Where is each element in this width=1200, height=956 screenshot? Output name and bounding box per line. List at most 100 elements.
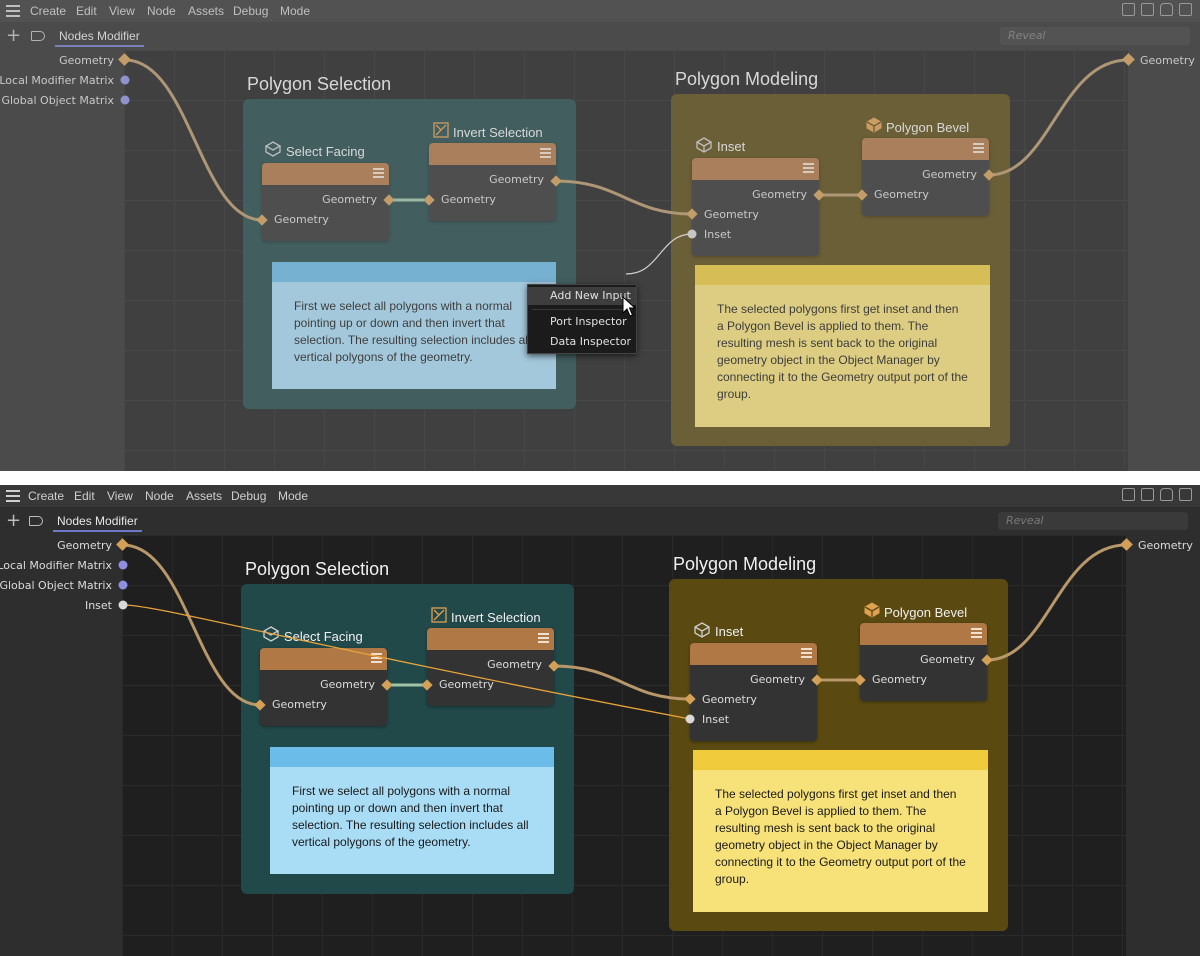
port-circle [120, 95, 130, 105]
note-selection[interactable]: First we select all polygons with a norm… [272, 262, 556, 389]
port-circle [118, 580, 128, 590]
port-in-label: Inset [704, 228, 732, 241]
wire-inset [122, 604, 691, 720]
menu-node[interactable]: Node [145, 489, 174, 503]
window-controls [1116, 488, 1192, 504]
port-in-label: Geometry [441, 193, 496, 206]
node-menu-icon[interactable] [538, 633, 549, 644]
menu-create[interactable]: Create [28, 489, 65, 503]
node-title: Select Facing [286, 144, 365, 159]
node-editor-top: Create Edit View Node Assets Debug Mode … [0, 0, 1200, 471]
port-circle [687, 229, 697, 239]
node-menu-icon[interactable] [373, 168, 384, 179]
menu-mode[interactable]: Mode [280, 4, 311, 18]
node-editor-bottom: Create Edit View Node Assets Debug Mode … [0, 485, 1200, 956]
lock-icon[interactable] [1160, 3, 1173, 16]
port-diamond [854, 674, 866, 686]
port-diamond [1120, 538, 1133, 551]
node-title: Polygon Bevel [886, 120, 970, 135]
polygon-bevel-icon [866, 117, 882, 133]
menu-assets[interactable]: Assets [186, 489, 223, 503]
menu-debug[interactable]: Debug [233, 4, 269, 18]
menu-debug[interactable]: Debug [231, 489, 267, 503]
expand-icon[interactable] [1179, 3, 1192, 16]
hamburger-icon[interactable] [6, 490, 20, 502]
group-title: Polygon Modeling [675, 69, 819, 89]
tab-nodes-modifier[interactable]: Nodes Modifier [55, 28, 144, 47]
wire-pending [625, 233, 693, 275]
note-text: First we select all polygons with a norm… [294, 299, 531, 364]
note-selection[interactable]: First we select all polygons with a norm… [270, 747, 554, 874]
node-title: Inset [715, 624, 744, 639]
note-modeling[interactable]: The selected polygons first get inset an… [693, 750, 988, 912]
reveal-search-input[interactable]: Reveal [998, 512, 1188, 530]
node-menu-icon[interactable] [803, 163, 814, 174]
reveal-search-input[interactable]: Reveal [1000, 27, 1190, 45]
tag-icon[interactable] [29, 516, 43, 526]
connections-top [118, 53, 1135, 275]
context-add-new-input[interactable]: Add New Input [528, 287, 636, 305]
invert-selection-icon [433, 122, 449, 138]
node-select-facing[interactable]: Geometry Geometry [260, 648, 387, 726]
port-in-label: Geometry [704, 208, 759, 221]
port-circle [685, 714, 695, 724]
node-polygon-bevel[interactable]: Geometry Geometry [862, 138, 989, 216]
port-diamond [383, 194, 395, 206]
port-diamond [686, 208, 698, 220]
node-inset[interactable]: Geometry Geometry Inset [692, 158, 819, 256]
menu-create[interactable]: Create [30, 4, 67, 18]
group-outputs-panel: Geometry [1126, 535, 1200, 956]
panel-right-icon[interactable] [1141, 3, 1154, 16]
panel-left-icon[interactable] [1122, 488, 1135, 501]
node-invert-selection[interactable]: Geometry Geometry [429, 143, 556, 221]
menu-edit[interactable]: Edit [74, 489, 95, 503]
port-circle [118, 560, 128, 570]
add-icon[interactable]: + [6, 25, 22, 46]
expand-icon[interactable] [1179, 488, 1192, 501]
panel-right-icon[interactable] [1141, 488, 1154, 501]
tab-nodes-modifier[interactable]: Nodes Modifier [53, 513, 142, 532]
note-text: The selected polygons first get inset an… [715, 787, 966, 886]
node-polygon-bevel[interactable]: Geometry Geometry [860, 623, 987, 701]
port-out-label: Geometry [487, 658, 542, 671]
note-modeling[interactable]: The selected polygons first get inset an… [695, 265, 990, 427]
node-menu-icon[interactable] [371, 653, 382, 664]
menu-view[interactable]: View [109, 4, 135, 18]
node-menu-icon[interactable] [801, 648, 812, 659]
menu-node[interactable]: Node [147, 4, 176, 18]
port-diamond [256, 214, 268, 226]
lock-icon[interactable] [1160, 488, 1173, 501]
context-port-inspector[interactable]: Port Inspector [550, 315, 627, 328]
menu-view[interactable]: View [107, 489, 133, 503]
node-title: Inset [717, 139, 746, 154]
menu-mode[interactable]: Mode [278, 489, 309, 503]
node-inset[interactable]: Geometry Geometry Inset [690, 643, 817, 741]
panel-left-icon[interactable] [1122, 3, 1135, 16]
hamburger-icon[interactable] [6, 5, 20, 17]
add-icon[interactable]: + [6, 510, 22, 531]
polygon-bevel-icon [864, 602, 880, 618]
port-in-label: Geometry [702, 693, 757, 706]
port-out-label: Geometry [922, 168, 977, 181]
node-menu-icon[interactable] [973, 143, 984, 154]
menu-edit[interactable]: Edit [76, 4, 97, 18]
node-canvas[interactable]: Geometry Local Modifier Matrix Global Ob… [0, 50, 1200, 471]
port-diamond [421, 679, 433, 691]
port-out-label: Geometry [320, 678, 375, 691]
node-canvas[interactable]: Geometry Local Modifier Matrix Global Ob… [0, 535, 1200, 956]
context-data-inspector[interactable]: Data Inspector [550, 335, 632, 348]
wire-geometry [553, 664, 691, 701]
group-title: Polygon Selection [247, 74, 392, 94]
node-select-facing[interactable]: Geometry Geometry [262, 163, 389, 241]
port-in-label: Geometry [272, 698, 327, 711]
menu-assets[interactable]: Assets [188, 4, 225, 18]
input-port-label: Inset [84, 599, 112, 612]
menu-bar: Create Edit View Node Assets Debug Mode [0, 0, 1200, 22]
node-invert-selection[interactable]: Geometry Geometry [427, 628, 554, 706]
note-text: First we select all polygons with a norm… [292, 784, 529, 849]
node-menu-icon[interactable] [971, 628, 982, 639]
port-diamond [254, 699, 266, 711]
node-menu-icon[interactable] [540, 148, 551, 159]
tag-icon[interactable] [31, 31, 45, 41]
inset-icon [694, 622, 710, 638]
